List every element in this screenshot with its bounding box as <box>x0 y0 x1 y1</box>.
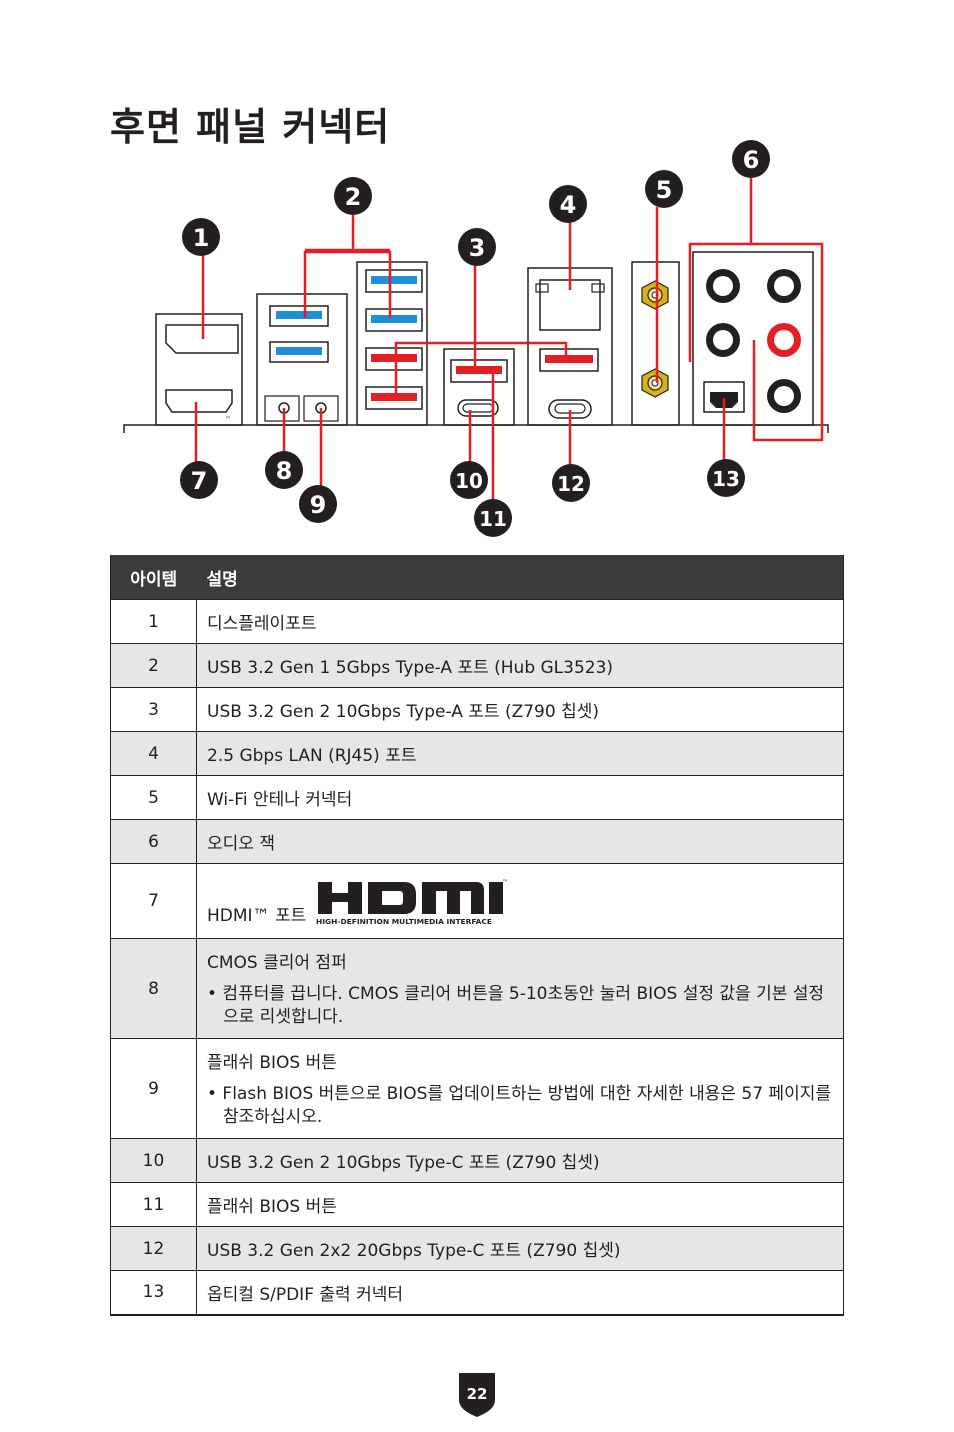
hdmi-logo-icon: ™ HIGH-DEFINITION MULTIMEDIA INTERFACE <box>316 879 508 926</box>
callout-12: 12 <box>552 464 590 502</box>
cmos-title: CMOS 클리어 점퍼 <box>207 953 347 973</box>
cmos-clear-button <box>264 395 300 422</box>
typec-port-icon <box>457 399 499 417</box>
svg-text:13: 13 <box>712 467 740 491</box>
callout-11: 11 <box>474 499 512 537</box>
table-row: 1 디스플레이포트 <box>110 599 844 644</box>
callout-9: 9 <box>299 485 337 523</box>
usb-a-typec-block <box>443 348 515 426</box>
svg-text:8: 8 <box>276 457 293 485</box>
table-row: 2 USB 3.2 Gen 1 5Gbps Type-A 포트 (Hub GL3… <box>110 643 844 688</box>
flash-bullet: • Flash BIOS 버튼으로 BIOS를 업데이트하는 방법에 대한 자세… <box>207 1084 831 1127</box>
callout-4: 4 <box>549 185 587 223</box>
table-row: 3 USB 3.2 Gen 2 10Gbps Type-A 포트 (Z790 칩… <box>110 687 844 732</box>
callout-7: 7 <box>180 461 218 499</box>
page-number-badge: 22 <box>459 1373 495 1417</box>
svg-text:11: 11 <box>479 507 507 531</box>
table-row: 13 옵티컬 S/PDIF 출력 커넥터 <box>110 1270 844 1315</box>
svg-text:10: 10 <box>455 469 483 493</box>
lan-block <box>527 267 613 426</box>
usb-gen1-block <box>256 293 348 426</box>
table-row: 10 USB 3.2 Gen 2 10Gbps Type-C 포트 (Z790 … <box>110 1138 844 1183</box>
rj45-icon <box>539 279 601 331</box>
header-item: 아이템 <box>110 555 197 600</box>
callout-3: 3 <box>458 228 496 266</box>
header-desc: 설명 <box>196 555 844 600</box>
svg-text:12: 12 <box>557 472 585 496</box>
svg-text:22: 22 <box>467 1385 488 1403</box>
svg-text:6: 6 <box>743 146 760 174</box>
hdmi-port-label: HDMI™ 포트 <box>207 906 307 926</box>
table-row: 4 2.5 Gbps LAN (RJ45) 포트 <box>110 731 844 776</box>
table-row: 6 오디오 잭 <box>110 819 844 864</box>
table-row: 9 플래쉬 BIOS 버튼 • Flash BIOS 버튼으로 BIOS를 업데… <box>110 1038 844 1139</box>
table-row: 8 CMOS 클리어 점퍼 • 컴퓨터를 끕니다. CMOS 클리어 버튼을 5… <box>110 938 844 1039</box>
flash-title: 플래쉬 BIOS 버튼 <box>207 1053 337 1073</box>
svg-text:™: ™ <box>225 416 231 423</box>
table-row: 12 USB 3.2 Gen 2x2 20Gbps Type-C 포트 (Z79… <box>110 1226 844 1271</box>
hdmi-port-icon <box>165 389 233 413</box>
callout-13: 13 <box>707 459 745 497</box>
callout-2: 2 <box>334 177 372 215</box>
svg-text:7: 7 <box>191 467 208 495</box>
leader-lines <box>194 178 824 500</box>
callout-6: 6 <box>732 140 770 178</box>
table-row: 5 Wi-Fi 안테나 커넥터 <box>110 775 844 820</box>
table-row: 11 플래쉬 BIOS 버튼 <box>110 1182 844 1227</box>
dp-hdmi-block: ™ <box>155 313 243 426</box>
svg-text:5: 5 <box>656 176 673 204</box>
callout-10: 10 <box>450 461 488 499</box>
wifi-antenna-block <box>631 261 680 426</box>
svg-text:4: 4 <box>560 191 577 219</box>
svg-text:1: 1 <box>193 224 210 252</box>
callout-1: 1 <box>182 218 220 256</box>
svg-text:3: 3 <box>469 234 486 262</box>
svg-text:HIGH-DEFINITION MULTIMEDIA INT: HIGH-DEFINITION MULTIMEDIA INTERFACE <box>316 918 492 926</box>
connector-table: 아이템 설명 1 디스플레이포트 2 USB 3.2 Gen 1 5Gbps T… <box>110 555 844 1316</box>
table-header-row: 아이템 설명 <box>110 555 844 600</box>
svg-text:™: ™ <box>502 879 508 886</box>
callout-5: 5 <box>645 170 683 208</box>
callout-8: 8 <box>265 451 303 489</box>
cmos-bullet: • 컴퓨터를 끕니다. CMOS 클리어 버튼을 5-10초동안 눌러 BIOS… <box>207 984 825 1027</box>
callout-badges: 1 2 3 4 5 6 7 8 9 10 11 12 13 <box>180 140 770 537</box>
page-title: 후면 패널 커넥터 <box>110 105 391 149</box>
rear-panel-diagram: ™ <box>123 140 829 537</box>
displayport-icon <box>165 324 239 354</box>
svg-text:2: 2 <box>345 183 362 211</box>
svg-text:9: 9 <box>310 491 327 519</box>
audio-block <box>692 251 814 426</box>
table-row: 7 HDMI™ 포트 ™ HIGH-DEFINITION MULTIMEDIA … <box>110 863 844 939</box>
